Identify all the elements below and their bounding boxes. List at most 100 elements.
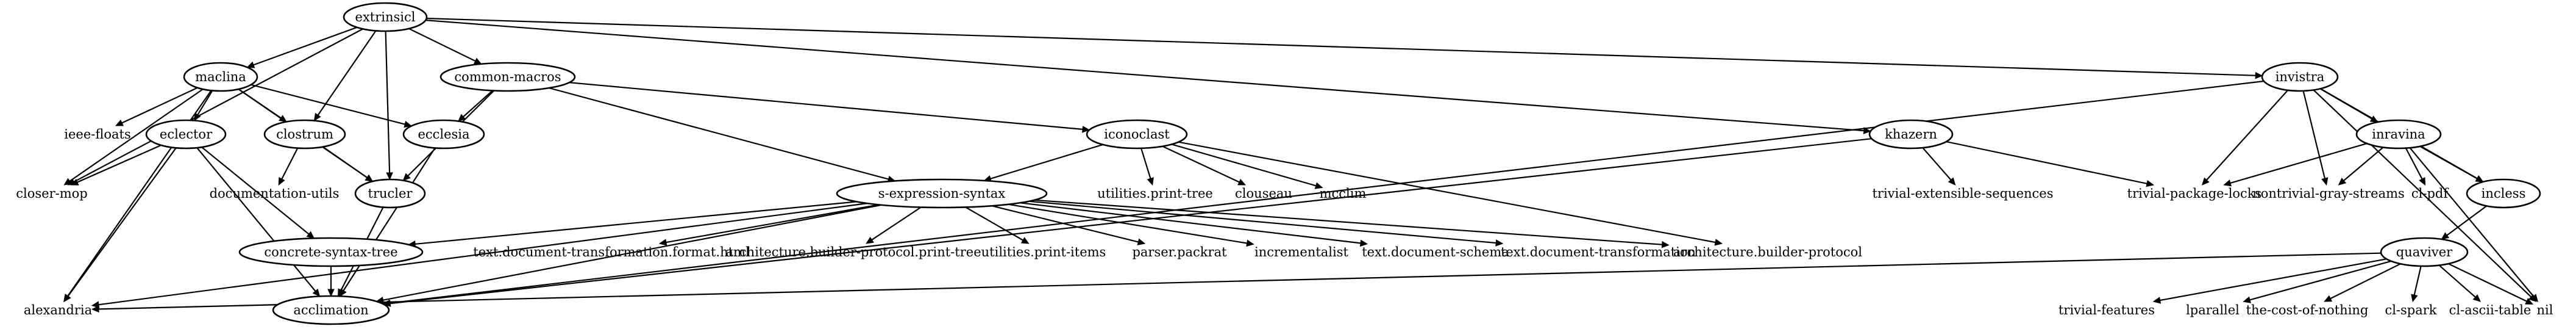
node-label: eclector: [160, 127, 213, 142]
edge-arrowhead: [2201, 177, 2210, 186]
edge-arrowhead: [473, 57, 482, 65]
node-ellipse: [354, 178, 426, 209]
node-clostrum: clostrum: [263, 119, 346, 150]
edge-iconoclast-to-utilities-print-tree: [1140, 148, 1154, 186]
edge-line: [2230, 143, 2368, 184]
node-ellipse: [439, 62, 576, 92]
node-parser-packrat: parser.packrat: [1132, 245, 1227, 259]
edge-line: [73, 28, 363, 183]
edge-arrowhead: [1237, 178, 1247, 186]
edge-inravina-to-nontrivial-gray-streams: [2338, 146, 2384, 186]
edge-arrowhead: [2321, 177, 2329, 186]
edge-line: [871, 206, 922, 240]
edge-extrinsicl-to-invistra: [426, 18, 2263, 79]
edge-line: [1140, 148, 1151, 179]
edge-inravina-to-cl-pdf: [2405, 148, 2426, 186]
node-label: iconoclast: [1104, 127, 1170, 142]
edge-arrowhead: [1246, 239, 1254, 247]
node-common-macros: common-macros: [439, 62, 576, 92]
node-label: khazern: [1885, 127, 1937, 142]
node-the-cost-of-nothing: the-cost-of-nothing: [2246, 303, 2369, 317]
node-text-document-schema: text.document-schema: [1362, 245, 1509, 259]
edge-arrowhead: [306, 231, 315, 239]
edge-common-macros-to-ecclesia: [457, 90, 493, 122]
edge-line: [2409, 147, 2535, 297]
edge-line: [1020, 202, 1361, 244]
edge-line: [317, 30, 377, 116]
node-iconoclast: iconoclast: [1086, 119, 1188, 150]
edge-line: [281, 148, 299, 179]
edge-arrowhead: [2146, 180, 2155, 187]
node-layer: extrinsicl maclina common-macros invistra ie…: [16, 2, 2553, 325]
node-cl-pdf: cl-pdf: [2411, 186, 2449, 201]
node-closer-mop: closer-mop: [16, 186, 87, 201]
edge-arrowhead: [2472, 294, 2482, 302]
node-ellipse: [2466, 178, 2541, 209]
edge-arrowhead: [246, 61, 255, 68]
edge-arrowhead: [91, 301, 100, 308]
edge-line: [666, 204, 879, 244]
edge-iconoclast-to-s-expression-syntax: [983, 143, 1103, 183]
edge-arrowhead: [2441, 232, 2450, 240]
edge-arrowhead: [457, 114, 466, 122]
node-label: alexandria: [24, 303, 92, 317]
edge-s-expression-syntax-to-parser-packrat: [991, 205, 1146, 245]
node-ellipse: [836, 178, 1048, 209]
edge-arrowhead: [313, 112, 321, 121]
edge-line: [1029, 200, 1496, 244]
edge-maclina-to-closer-mop: [63, 89, 204, 186]
edge-arrowhead: [1082, 126, 1091, 133]
edge-line: [2302, 90, 2325, 179]
node-label: maclina: [195, 70, 246, 84]
edge-line: [2448, 263, 2527, 302]
node-label: inravina: [2372, 127, 2425, 142]
node-ellipse: [2261, 62, 2339, 92]
edge-arrowhead: [365, 174, 374, 182]
edge-iconoclast-to-architecture-builder-protocol: [1178, 141, 1723, 246]
node-text-document-transformation: text.document-transformation: [1501, 245, 1696, 259]
edge-arrowhead: [2419, 177, 2426, 186]
edge-invistra-to-trivial-package-locks: [2201, 90, 2289, 186]
edge-line: [2206, 90, 2289, 181]
edge-eclector-to-closer-mop: [70, 144, 162, 186]
node-acclimation: acclimation: [272, 295, 390, 325]
edge-line: [1034, 199, 1662, 245]
edge-line: [98, 203, 867, 306]
edge-arrowhead: [193, 112, 201, 121]
edge-line: [322, 146, 368, 178]
edge-arrowhead: [1495, 239, 1504, 247]
edge-inravina-to-trivial-package-locks: [2223, 143, 2368, 187]
edge-line: [251, 84, 405, 125]
edge-arrowhead: [2525, 298, 2534, 305]
node-label: ecclesia: [418, 127, 469, 142]
node-ellipse: [2380, 237, 2469, 267]
node-documentation-utils: documentation-utils: [210, 186, 340, 201]
edge-line: [1922, 147, 1952, 181]
node-utilities-print-items: utilities.print-items: [981, 245, 1106, 259]
node-label: trivial-package-locks: [2127, 186, 2262, 201]
edge-s-expression-syntax-to-incrementalist: [1008, 203, 1254, 247]
node-ellipse: [402, 119, 485, 150]
node-label: trivial-features: [2058, 303, 2155, 317]
edge-line: [2313, 89, 2532, 298]
edge-arrowhead: [1359, 239, 1368, 247]
node-label: ieee-floats: [64, 127, 130, 142]
edge-layer: [63, 18, 2539, 313]
node-ellipse: [343, 2, 428, 32]
edge-s-expression-syntax-to-architecture-builder-protocol-print-tree: [866, 206, 922, 244]
node-label: nil: [2537, 303, 2553, 317]
node-extrinsicl: extrinsicl: [343, 2, 428, 32]
node-label: text.document-transformation: [1501, 245, 1696, 259]
node-label: clouseau: [1235, 186, 1292, 201]
edge-arrowhead: [1863, 127, 1871, 134]
node-label: cl-spark: [2385, 303, 2436, 317]
edge-arrowhead: [2530, 294, 2539, 302]
node-invistra: invistra: [2261, 62, 2339, 92]
edge-khazern-to-acclimation: [383, 138, 1872, 307]
edge-arrowhead: [2411, 294, 2418, 303]
node-label: invistra: [2275, 70, 2325, 84]
edge-arrowhead: [91, 305, 99, 313]
edge-arrowhead: [386, 172, 393, 181]
node-alexandria: alexandria: [24, 303, 92, 317]
node-label: text.document-transformation.format.html: [473, 245, 750, 259]
